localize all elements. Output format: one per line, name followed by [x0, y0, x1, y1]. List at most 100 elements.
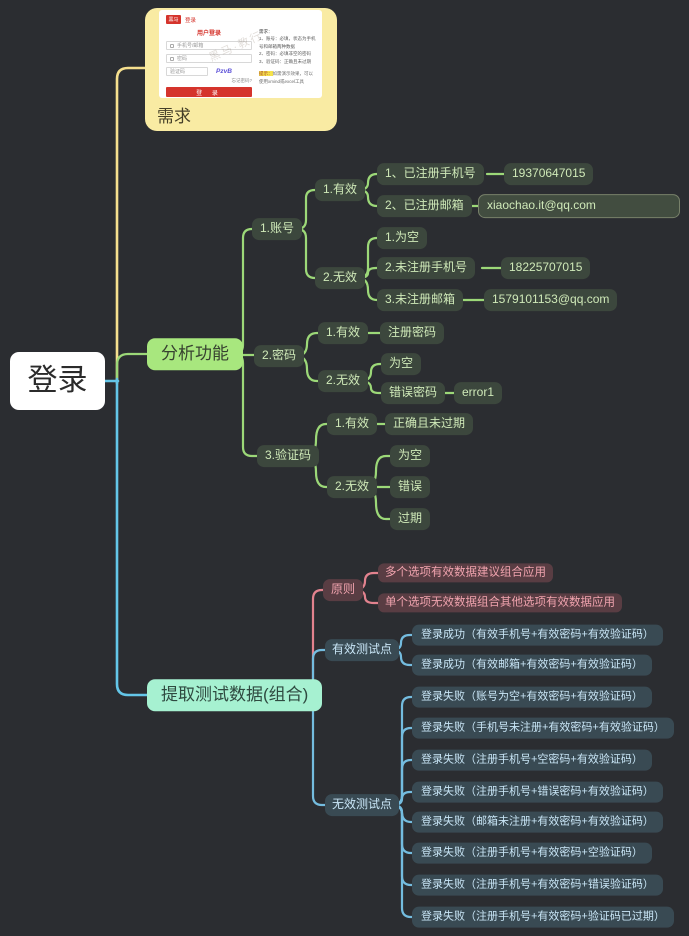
- registered-phone-value: 19370647015: [512, 166, 586, 181]
- captcha-empty-label: 为空: [398, 448, 423, 463]
- shot-account-placeholder: 手机号/邮箱: [177, 43, 204, 49]
- shot-login-button: 登 录: [166, 87, 252, 97]
- principle-item-node[interactable]: 单个选项无效数据组合其他选项有效数据应用: [378, 593, 622, 613]
- shot-password-placeholder: 密码: [177, 56, 188, 62]
- shot-captcha-row: 验证码 PzvB: [166, 67, 252, 76]
- principle-item-node[interactable]: 多个选项有效数据建议组合应用: [378, 563, 553, 583]
- shot-header: 黑马 登录: [166, 15, 196, 24]
- unregistered-phone-value: 18225707015: [509, 260, 583, 275]
- captcha-expired-label: 过期: [398, 511, 423, 526]
- requirement-label: 需求: [157, 107, 191, 126]
- shot-account-input: 手机号/邮箱: [166, 41, 252, 50]
- registered-email-label: 2、已注册邮箱: [385, 198, 464, 213]
- account-empty-label: 1.为空: [385, 230, 420, 245]
- password-invalid-label: 2.无效: [326, 373, 361, 388]
- analysis-node[interactable]: 分析功能: [147, 338, 243, 370]
- unregistered-phone-value-node[interactable]: 18225707015: [501, 257, 591, 279]
- registered-phone-node[interactable]: 1、已注册手机号: [377, 163, 484, 185]
- account-valid-node[interactable]: 1.有效: [315, 179, 366, 201]
- unregistered-email-value-node[interactable]: 1579101153@qq.com: [484, 289, 618, 311]
- requirement-branch-line: [115, 66, 149, 385]
- invalid-test-points-node[interactable]: 无效测试点: [325, 794, 400, 816]
- unregistered-email-label: 3.未注册邮箱: [385, 292, 456, 307]
- unregistered-phone-node[interactable]: 2.未注册手机号: [377, 257, 476, 279]
- captcha-code-image: PzvB: [216, 68, 232, 75]
- account-node[interactable]: 1.账号: [252, 218, 303, 240]
- account-label: 1.账号: [260, 221, 295, 236]
- shot-tip-text: 如需演示效果，可以使用xmind或excel工具: [259, 71, 313, 84]
- account-empty-node[interactable]: 1.为空: [377, 227, 428, 249]
- password-invalid-node[interactable]: 2.无效: [318, 370, 369, 392]
- valid-test-case-row[interactable]: 登录成功（有效邮箱+有效密码+有效验证码）: [412, 654, 652, 676]
- principle-label: 原则: [331, 582, 356, 597]
- shot-tip-line: 提示：如需演示效果，可以使用xmind或excel工具: [259, 70, 317, 85]
- invalid-test-case-row[interactable]: 登录失败（注册手机号+有效密码+验证码已过期）: [412, 906, 674, 928]
- shot-requirements-text: 需求： 1、账号：必填，状态为手机号和邮箱两种数据 2、密码：必填非空的密码 3…: [259, 28, 317, 85]
- invalid-test-case-row[interactable]: 登录失败（手机号未注册+有效密码+有效验证码）: [412, 717, 674, 739]
- password-node[interactable]: 2.密码: [254, 345, 305, 367]
- registered-password-label: 注册密码: [388, 325, 437, 340]
- root-node-login[interactable]: 登录: [10, 352, 105, 410]
- shot-password-input: 密码: [166, 54, 252, 63]
- registered-email-node[interactable]: 2、已注册邮箱: [377, 195, 472, 217]
- shot-req-item: 2、密码：必填非空的密码: [259, 51, 312, 57]
- invalid-test-points-label: 无效测试点: [332, 797, 393, 812]
- valid-test-case-label: 登录成功（有效邮箱+有效密码+有效验证码）: [421, 658, 643, 671]
- requirement-node[interactable]: 黑马 登录 用户登录 手机号/邮箱 密码 验证码 PzvB: [145, 8, 337, 131]
- shot-req-item: 3、验证码：正确且未过期: [259, 58, 312, 64]
- captcha-node[interactable]: 3.验证码: [257, 445, 320, 467]
- invalid-test-case-label: 登录失败（账号为空+有效密码+有效验证码）: [421, 690, 643, 703]
- account-invalid-node[interactable]: 2.无效: [315, 267, 366, 289]
- shot-nav-login-link: 登录: [185, 17, 197, 24]
- captcha-correct-node[interactable]: 正确且未过期: [385, 413, 474, 435]
- extract-test-data-node[interactable]: 提取测试数据(组合): [147, 679, 323, 711]
- wrong-password-node[interactable]: 错误密码: [381, 382, 446, 404]
- invalid-test-case-label: 登录失败（注册手机号+有效密码+错误验证码）: [421, 878, 654, 891]
- captcha-wrong-label: 错误: [398, 479, 423, 494]
- invalid-test-case-row[interactable]: 登录失败（注册手机号+有效密码+空验证码）: [412, 842, 652, 864]
- invalid-test-case-label: 登录失败（注册手机号+空密码+有效验证码）: [421, 753, 643, 766]
- registered-email-value-node[interactable]: xiaochao.it@qq.com: [478, 194, 680, 218]
- unregistered-email-value: 1579101153@qq.com: [492, 292, 610, 307]
- captcha-valid-label: 1.有效: [335, 416, 370, 431]
- password-valid-node[interactable]: 1.有效: [318, 322, 369, 344]
- password-empty-node[interactable]: 为空: [381, 353, 422, 375]
- invalid-test-case-row[interactable]: 登录失败（注册手机号+有效密码+错误验证码）: [412, 874, 663, 896]
- principle-node[interactable]: 原则: [323, 579, 364, 601]
- shot-form-title: 用户登录: [196, 31, 221, 37]
- registered-password-node[interactable]: 注册密码: [380, 322, 445, 344]
- invalid-test-case-row[interactable]: 登录失败（注册手机号+空密码+有效验证码）: [412, 749, 652, 771]
- invalid-test-case-row[interactable]: 登录失败（账号为空+有效密码+有效验证码）: [412, 686, 652, 708]
- lock-icon: [170, 56, 174, 61]
- account-valid-label: 1.有效: [323, 182, 358, 197]
- registered-phone-label: 1、已注册手机号: [385, 166, 476, 181]
- principle-item-label: 单个选项无效数据组合其他选项有效数据应用: [385, 596, 615, 609]
- unregistered-phone-label: 2.未注册手机号: [385, 260, 468, 275]
- valid-test-points-node[interactable]: 有效测试点: [325, 639, 400, 661]
- user-icon: [170, 43, 174, 48]
- valid-test-case-label: 登录成功（有效手机号+有效密码+有效验证码）: [421, 628, 654, 641]
- captcha-valid-node[interactable]: 1.有效: [327, 413, 378, 435]
- registered-email-value: xiaochao.it@qq.com: [487, 198, 596, 213]
- valid-test-case-row[interactable]: 登录成功（有效手机号+有效密码+有效验证码）: [412, 624, 663, 646]
- captcha-empty-node[interactable]: 为空: [390, 445, 431, 467]
- wrong-password-value-node[interactable]: error1: [454, 382, 503, 404]
- captcha-label: 3.验证码: [265, 448, 312, 463]
- invalid-test-case-row[interactable]: 登录失败（邮箱未注册+有效密码+有效验证码）: [412, 811, 663, 833]
- shot-captcha-placeholder: 验证码: [170, 69, 186, 75]
- unregistered-email-node[interactable]: 3.未注册邮箱: [377, 289, 464, 311]
- invalid-test-case-row[interactable]: 登录失败（注册手机号+错误密码+有效验证码）: [412, 781, 663, 803]
- captcha-expired-node[interactable]: 过期: [390, 508, 431, 530]
- brand-logo-icon: 黑马: [166, 15, 181, 24]
- registered-phone-value-node[interactable]: 19370647015: [504, 163, 594, 185]
- valid-test-points-label: 有效测试点: [332, 642, 393, 657]
- captcha-correct-label: 正确且未过期: [393, 416, 466, 431]
- root-label: 登录: [27, 363, 88, 397]
- password-label: 2.密码: [262, 348, 297, 363]
- extract-label: 提取测试数据(组合): [161, 685, 309, 705]
- captcha-invalid-node[interactable]: 2.无效: [327, 476, 378, 498]
- shot-req-title: 需求：: [259, 29, 273, 34]
- captcha-invalid-label: 2.无效: [335, 479, 370, 494]
- captcha-wrong-node[interactable]: 错误: [390, 476, 431, 498]
